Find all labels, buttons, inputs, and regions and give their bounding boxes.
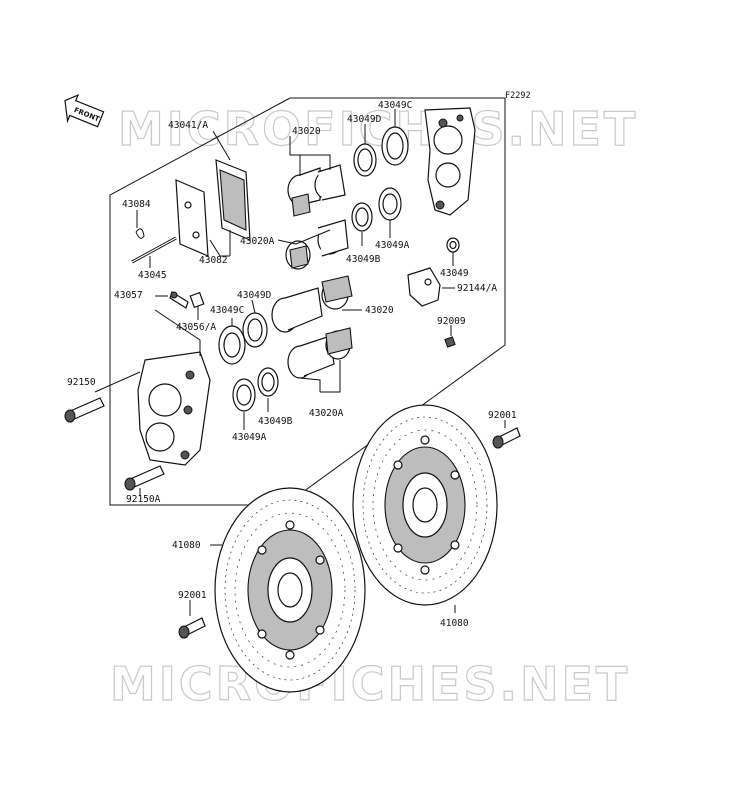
hose-bracket: [407, 267, 441, 307]
label-43049C-top: 43049C: [378, 100, 412, 111]
bleeder-cap: [189, 291, 205, 309]
brake-pad-front: [215, 159, 251, 241]
label-43056A: 43056/A: [176, 322, 216, 333]
pad-pin: [131, 236, 177, 264]
brake-disc-left: [214, 487, 366, 693]
label-43082: 43082: [199, 255, 228, 266]
watermark-bottom: MICROFICHES.NET: [110, 657, 630, 711]
label-92150: 92150: [67, 377, 96, 388]
label-92144A: 92144/A: [457, 283, 497, 294]
label-43049A-bot: 43049A: [232, 432, 267, 443]
piston-43020A-lower: [287, 327, 353, 379]
front-direction-icon: FRONT: [64, 93, 105, 128]
disc-bolt-92001-left: [178, 617, 206, 639]
watermark-top: MICROFICHES.NET: [118, 102, 638, 156]
label-41080-right: 41080: [440, 618, 469, 629]
label-92001-right: 92001: [488, 410, 517, 421]
label-43049-right: 43049: [440, 268, 469, 279]
caliper-bolt-92150A: [124, 465, 165, 491]
figure-code: F2292: [505, 91, 531, 101]
label-43045: 43045: [138, 270, 167, 281]
label-43049D-mid: 43049D: [237, 290, 272, 301]
seal-43049D-lower: [242, 312, 268, 348]
piston-43020A-upper: [285, 219, 349, 270]
seal-43049B-lower: [257, 367, 279, 397]
label-43020A-bot: 43020A: [309, 408, 344, 419]
seal-43049C-upper: [381, 126, 409, 166]
seal-43049A-lower: [232, 378, 256, 412]
caliper-lower-body: [137, 351, 211, 466]
disc-bolt-92001-right: [492, 427, 521, 449]
piston-43020-lower: [271, 275, 353, 333]
brake-pad-rear: [175, 179, 209, 257]
label-43057: 43057: [114, 290, 143, 301]
pad-clip: [135, 228, 145, 239]
label-92001-left: 92001: [178, 590, 207, 601]
label-43049C-mid: 43049C: [210, 305, 244, 316]
seal-43049B-upper: [351, 202, 373, 232]
label-43020A-top: 43020A: [240, 236, 275, 247]
seal-43049D-upper: [353, 143, 377, 177]
label-41080-left: 41080: [172, 540, 201, 551]
bleeder-valve: [169, 291, 189, 309]
label-43049B-bot: 43049B: [258, 416, 293, 427]
seal-43049A-upper: [378, 187, 402, 221]
label-43049D-top: 43049D: [347, 114, 382, 125]
label-92009: 92009: [437, 316, 466, 327]
label-43041A: 43041/A: [168, 120, 208, 131]
label-43084: 43084: [122, 199, 151, 210]
piston-43020-upper: [287, 164, 346, 217]
label-43020-top: 43020: [292, 126, 321, 137]
brake-disc-right: [352, 404, 498, 606]
bolt-92009: [444, 336, 456, 348]
leader-lines: [94, 109, 506, 616]
bleed-washer-43049: [446, 237, 460, 253]
label-43020-mid: 43020: [365, 305, 394, 316]
label-43049A-top: 43049A: [375, 240, 410, 251]
caliper-upper-body: [424, 107, 476, 216]
label-92150A: 92150A: [126, 494, 161, 505]
label-43049B-top: 43049B: [346, 254, 381, 265]
caliper-bolt-92150: [64, 397, 105, 423]
seal-43049C-lower: [218, 325, 246, 365]
